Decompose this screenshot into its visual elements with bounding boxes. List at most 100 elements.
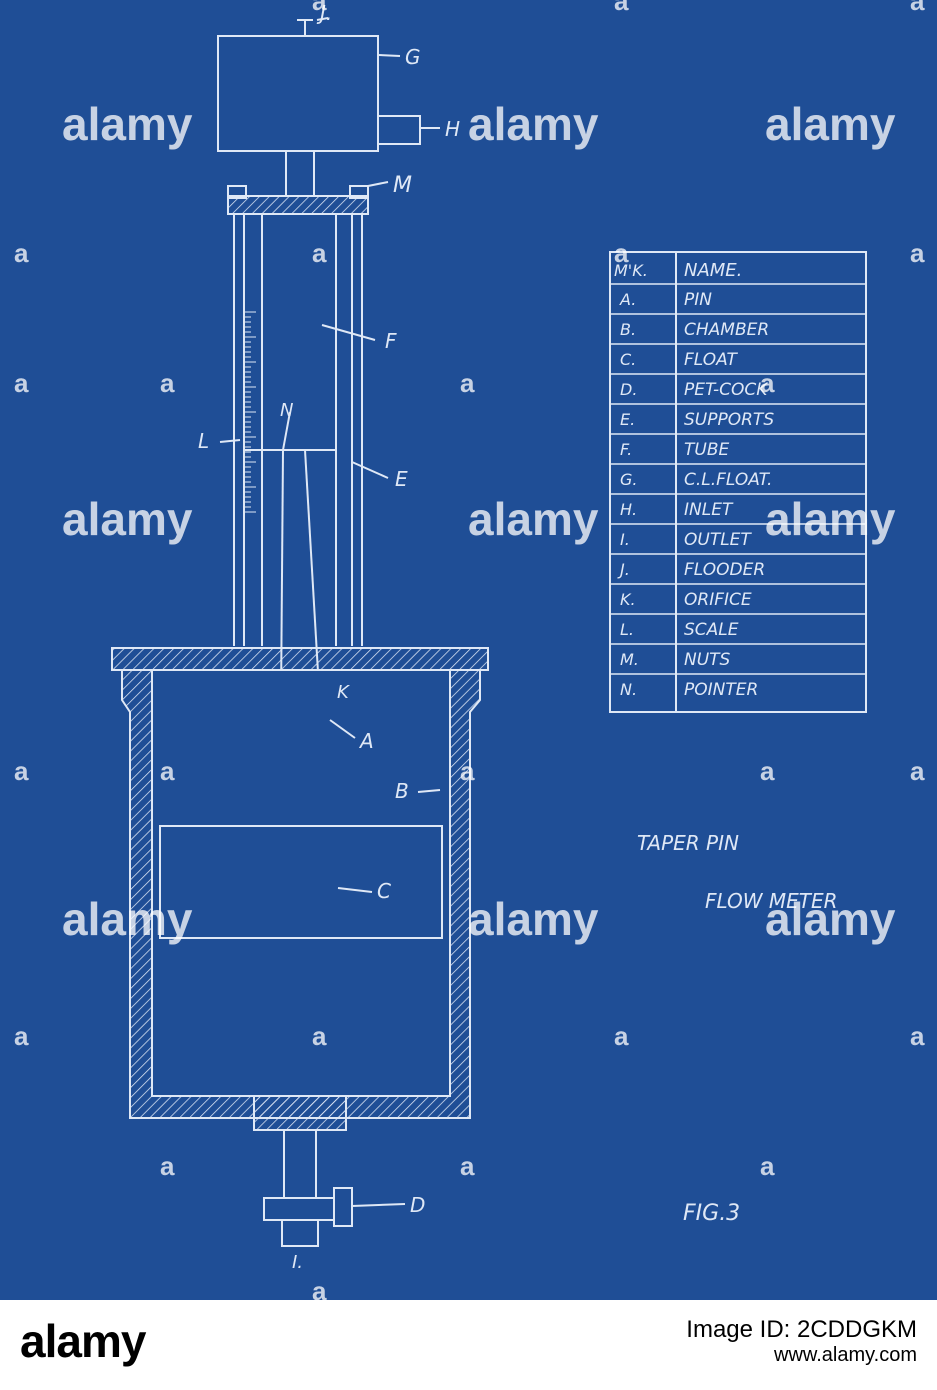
parts-table: M'K. NAME. A. PIN B. CHAMBER C. FLOAT D.PET-CO… <box>609 251 867 713</box>
watermark-logo: alamy <box>468 98 599 150</box>
label-e: E <box>395 467 408 491</box>
part-mark: D. <box>620 380 637 399</box>
top-plate <box>227 195 369 215</box>
part-mark: G. <box>620 470 637 489</box>
table-row: E.SUPPORTS <box>620 410 774 430</box>
label-k: K <box>337 682 350 703</box>
watermark-mark: a <box>760 1151 775 1181</box>
flow-meter-drawing: J. G H M F N L E K A B C D I. M'K. NAME.… <box>14 0 925 1300</box>
label-m: M <box>393 173 412 198</box>
table-header-name: NAME. <box>684 260 742 281</box>
watermark-mark: a <box>14 1021 29 1051</box>
scale <box>244 311 256 513</box>
table-row: J. FLOODER <box>617 560 765 580</box>
connector-stem <box>285 150 315 197</box>
watermark-mark: a <box>312 1276 327 1300</box>
label-i-bottom: I. <box>292 1252 303 1273</box>
watermark-mark: a <box>14 368 29 398</box>
part-mark: A. <box>619 290 636 309</box>
label-d: D <box>410 1193 425 1217</box>
watermark-mark: a <box>460 1151 475 1181</box>
part-mark: I. <box>620 530 630 549</box>
part-name: POINTER <box>684 680 758 700</box>
watermark-mark: a <box>460 368 475 398</box>
cl-float-chamber <box>217 35 379 152</box>
part-mark: J. <box>617 560 630 579</box>
part-mark: C. <box>620 350 636 369</box>
watermark-mark: a <box>910 1021 925 1051</box>
watermark-mark: a <box>614 0 629 16</box>
footer-logo[interactable]: alamy <box>20 1315 146 1367</box>
label-b: B <box>395 779 409 803</box>
part-name: FLOAT <box>684 350 739 370</box>
label-l: L <box>198 429 209 453</box>
blueprint-sheet: J. G H M F N L E K A B C D I. M'K. NAME.… <box>0 0 937 1300</box>
part-mark: H. <box>620 500 637 519</box>
pet-cock-body <box>263 1197 335 1221</box>
part-name: CHAMBER <box>684 320 769 340</box>
part-name: TUBE <box>684 440 729 460</box>
label-f: F <box>385 329 397 353</box>
part-mark: L. <box>620 620 634 639</box>
title-line-2: FLOW METER <box>705 889 838 913</box>
table-header-mark: M'K. <box>614 261 648 280</box>
image-id: Image ID: 2CDDGKM <box>686 1316 917 1343</box>
part-name: OUTLET <box>684 530 752 550</box>
part-name: C.L.FLOAT. <box>684 470 772 490</box>
watermark-mark: a <box>312 1021 327 1051</box>
table-row: A. PIN <box>619 290 712 310</box>
watermark-mark: a <box>160 756 175 786</box>
stock-footer: alamy Image ID: 2CDDGKM www.alamy.com <box>0 1300 937 1390</box>
table-row: I. OUTLET <box>620 530 752 550</box>
part-mark: F. <box>620 440 632 459</box>
watermark-mark: a <box>14 238 29 268</box>
inlet-pipe <box>377 115 421 145</box>
orifice-plate <box>111 647 489 671</box>
label-c: C <box>377 879 391 903</box>
nut-left <box>227 185 247 199</box>
pet-cock-handle <box>333 1187 353 1227</box>
label-n: N <box>280 400 293 421</box>
watermark-mark: a <box>760 368 775 398</box>
watermark-mark: a <box>312 238 327 268</box>
title-line-1: TAPER PIN <box>637 831 739 855</box>
table-row: K.ORIFICE <box>620 590 752 610</box>
part-name: PIN <box>684 290 712 310</box>
part-mark: M. <box>620 650 639 669</box>
watermark-mark: a <box>910 0 925 16</box>
watermark-logo: alamy <box>62 493 193 545</box>
watermark-logo: alamy <box>62 893 193 945</box>
watermark-mark: a <box>160 1151 175 1181</box>
watermark-mark: a <box>910 756 925 786</box>
figure-label: FIG.3 <box>683 1201 740 1226</box>
table-row: B. CHAMBER <box>620 320 769 340</box>
site-url[interactable]: www.alamy.com <box>774 1344 917 1366</box>
part-name: SCALE <box>684 620 739 640</box>
table-row: H. INLET <box>620 500 734 520</box>
table-row: M.NUTS <box>620 650 731 670</box>
watermark-logo: alamy <box>765 493 896 545</box>
pointer-needle <box>282 411 291 451</box>
watermark-mark: a <box>910 238 925 268</box>
table-row: G. C.L.FLOAT. <box>620 470 772 490</box>
label-g: G <box>405 45 421 69</box>
label-j-top: J. <box>316 1 332 25</box>
outlet-nozzle <box>281 1219 319 1247</box>
table-row: L. SCALE <box>620 620 739 640</box>
table-row: D.PET-COCK <box>620 380 769 400</box>
part-mark: N. <box>620 680 637 699</box>
watermark-mark: a <box>614 1021 629 1051</box>
watermark-logo: alamy <box>765 98 896 150</box>
footer-id-block: Image ID: 2CDDGKM www.alamy.com <box>686 1316 917 1367</box>
part-mark: B. <box>620 320 636 339</box>
part-name: INLET <box>684 500 734 520</box>
part-name: FLOODER <box>684 560 765 580</box>
nut-right <box>349 185 369 199</box>
table-row: F. TUBE <box>620 440 729 460</box>
outlet-boss <box>253 1095 347 1131</box>
watermark-logo: alamy <box>468 493 599 545</box>
table-row: C. FLOAT <box>620 350 739 370</box>
watermark-logo: alamy <box>62 98 193 150</box>
